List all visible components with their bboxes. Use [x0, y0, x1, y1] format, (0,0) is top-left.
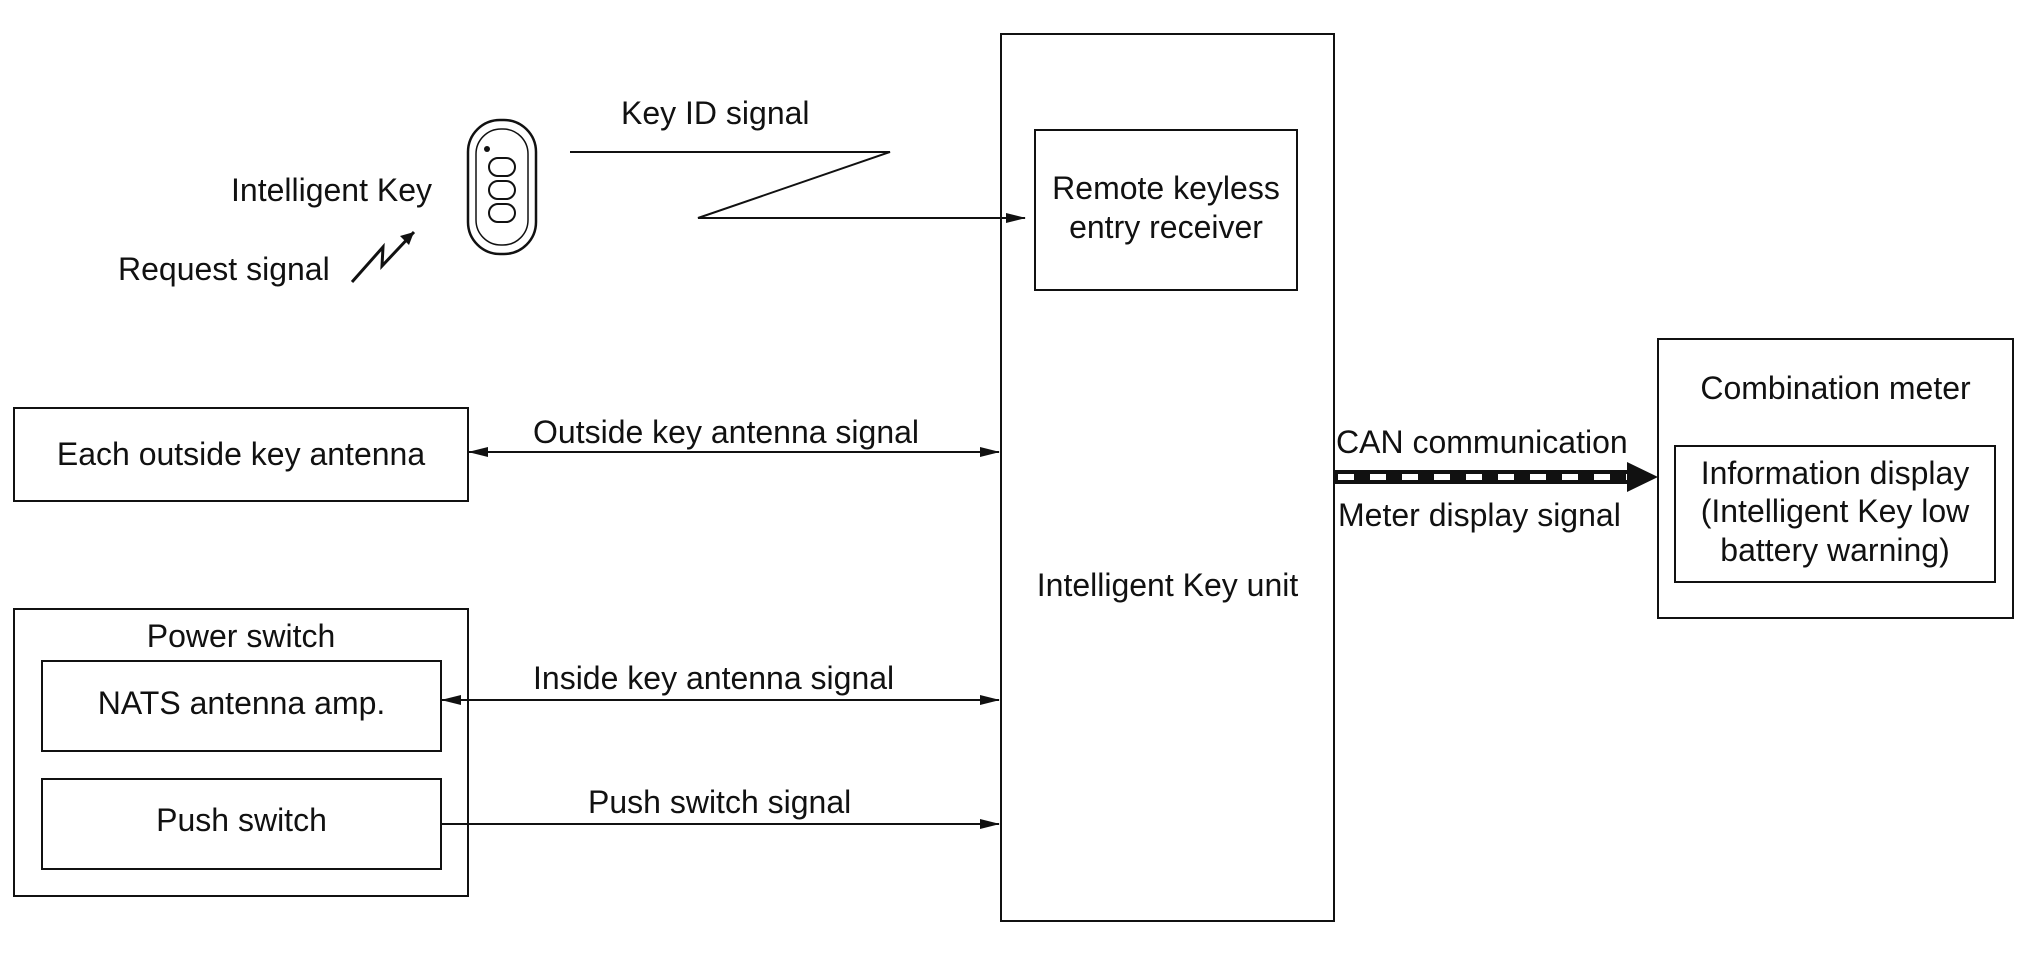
nats-amp-box [41, 660, 442, 752]
combination-meter-box [1657, 338, 2014, 619]
push-switch-signal-label: Push switch signal [588, 784, 852, 820]
info-display-box [1674, 445, 1996, 583]
info-display-label-line3: battery warning) [1720, 532, 1950, 568]
combination-meter-label: Combination meter [1700, 370, 1971, 406]
key-id-signal-arrow [570, 151, 1026, 223]
outside-antenna-signal-label: Outside key antenna signal [533, 414, 920, 450]
intelligent-key-label: Intelligent Key [231, 172, 433, 208]
rke-receiver-label-line2: entry receiver [1069, 209, 1263, 245]
can-communication-label: CAN communication [1336, 424, 1628, 460]
power-switch-label: Power switch [146, 618, 336, 654]
request-signal-lightning-icon [350, 230, 416, 283]
inside-antenna-signal-label: Inside key antenna signal [533, 660, 895, 696]
intelligent-key-fob-icon [466, 118, 538, 256]
push-switch-box [41, 778, 442, 870]
key-id-signal-label: Key ID signal [621, 95, 810, 131]
outside-antenna-label: Each outside key antenna [56, 436, 426, 472]
request-signal-label: Request signal [118, 251, 330, 287]
ik-unit-label: Intelligent Key unit [1036, 567, 1299, 603]
info-display-label-line1: Information display [1700, 455, 1970, 491]
rke-receiver-label-line1: Remote keyless [1052, 170, 1280, 206]
nats-amp-label: NATS antenna amp. [97, 685, 386, 721]
power-switch-box [13, 608, 469, 897]
rke-receiver-box [1034, 129, 1298, 291]
meter-display-signal-label: Meter display signal [1338, 497, 1621, 533]
can-communication-arrow [1335, 462, 1658, 492]
push-switch-label: Push switch [156, 802, 327, 838]
ik-unit-box [1000, 33, 1335, 922]
info-display-label-line2: (Intelligent Key low [1700, 493, 1970, 529]
